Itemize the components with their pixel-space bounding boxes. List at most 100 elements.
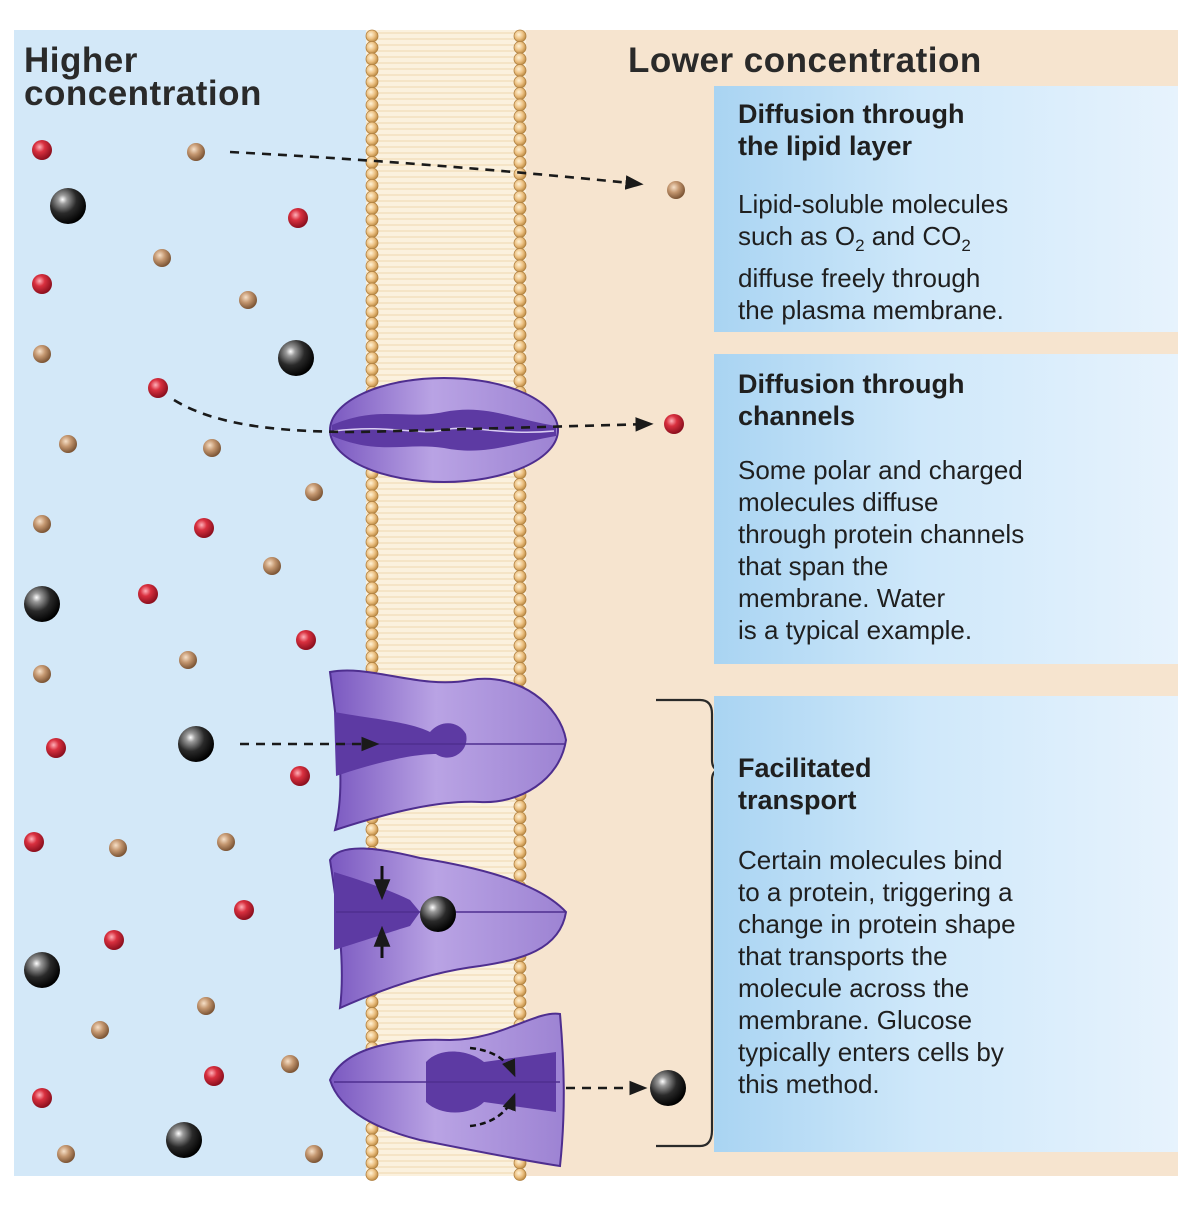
glucose-molecule bbox=[278, 340, 314, 376]
phospholipid-head bbox=[365, 87, 379, 100]
phospholipid-head bbox=[365, 294, 379, 307]
lipid-soluble-molecule bbox=[59, 435, 77, 453]
phospholipid-head bbox=[513, 64, 527, 77]
phospholipid-head bbox=[513, 190, 527, 204]
body-line: Lipid-soluble molecules bbox=[738, 189, 1009, 219]
phospholipid-head bbox=[513, 501, 527, 514]
phospholipid-head bbox=[365, 374, 379, 388]
phospholipid-head bbox=[513, 374, 527, 388]
lipid-soluble-molecule bbox=[91, 1021, 109, 1039]
phospholipid-head bbox=[513, 156, 527, 169]
phospholipid-head bbox=[365, 535, 379, 549]
lipid-soluble-molecule bbox=[33, 515, 51, 533]
phospholipid-head bbox=[365, 340, 379, 353]
phospholipid-head bbox=[513, 282, 527, 296]
glucose-molecule bbox=[178, 726, 214, 762]
phospholipid-head bbox=[365, 627, 379, 641]
small-molecule bbox=[288, 208, 308, 228]
panel-title: Facilitated transport bbox=[738, 752, 872, 816]
higher-label-line1: Higher bbox=[24, 41, 138, 80]
phospholipid-head bbox=[513, 662, 527, 675]
phospholipid-head bbox=[513, 512, 527, 526]
phospholipid-head bbox=[365, 121, 379, 135]
phospholipid-head bbox=[513, 225, 527, 238]
phospholipid-head bbox=[365, 1145, 379, 1158]
phospholipid-head bbox=[365, 144, 379, 158]
phospholipid-head bbox=[365, 202, 379, 215]
panel-title: Diffusion through channels bbox=[738, 368, 964, 432]
phospholipid-head bbox=[513, 294, 527, 307]
phospholipid-head bbox=[365, 179, 379, 192]
phospholipid-head bbox=[513, 857, 527, 871]
lipid-soluble-molecule bbox=[667, 181, 685, 199]
phospholipid-head bbox=[365, 156, 379, 169]
lipid-soluble-molecule bbox=[153, 249, 171, 267]
panel-body: Some polar and charged molecules diffuse… bbox=[738, 455, 1025, 645]
phospholipid-head bbox=[513, 271, 527, 284]
phospholipid-head bbox=[365, 1168, 379, 1181]
phospholipid-head bbox=[365, 236, 379, 250]
panel-channel-diffusion: Diffusion through channels Some polar an… bbox=[714, 354, 1178, 664]
body-line: the plasma membrane. bbox=[738, 295, 1004, 326]
glucose-molecule bbox=[166, 1122, 202, 1158]
lipid-soluble-molecule bbox=[187, 143, 205, 161]
lower-concentration-label: Lower concentration bbox=[628, 41, 982, 80]
carrier-protein-3 bbox=[328, 1012, 565, 1168]
phospholipid-head bbox=[513, 478, 527, 491]
small-molecule bbox=[234, 900, 254, 920]
phospholipid-head bbox=[513, 616, 527, 629]
phospholipid-head bbox=[513, 202, 527, 215]
phospholipid-head bbox=[513, 110, 527, 123]
phospholipid-head bbox=[513, 823, 527, 836]
phospholipid-head bbox=[365, 1007, 379, 1020]
small-molecule bbox=[32, 1088, 52, 1108]
phospholipid-head bbox=[365, 133, 379, 146]
panel-title-line: Diffusion through bbox=[738, 99, 965, 129]
lipid-soluble-molecule bbox=[33, 345, 51, 363]
panel-lipid-diffusion: Diffusion through the lipid layer Lipid-… bbox=[714, 86, 1178, 332]
subscript: 2 bbox=[855, 236, 865, 256]
phospholipid-head bbox=[365, 305, 379, 319]
small-molecule bbox=[148, 378, 168, 398]
channel-diffusion-arrow bbox=[173, 398, 654, 434]
phospholipid-head bbox=[513, 834, 527, 848]
glucose-molecule bbox=[650, 1070, 686, 1106]
phospholipid-head bbox=[513, 800, 527, 813]
phospholipid-head bbox=[513, 133, 527, 146]
phospholipid-head bbox=[513, 1168, 527, 1181]
phospholipid-head bbox=[513, 98, 527, 112]
phospholipid-head bbox=[513, 972, 527, 986]
phospholipid-head bbox=[365, 64, 379, 77]
glucose-molecule bbox=[24, 586, 60, 622]
lipid-soluble-molecule bbox=[33, 665, 51, 683]
phospholipid-head bbox=[365, 616, 379, 629]
body-text: and CO bbox=[864, 221, 962, 251]
lipid-soluble-molecule bbox=[239, 291, 257, 309]
phospholipid-head bbox=[513, 581, 527, 595]
phospholipid-head bbox=[513, 961, 527, 974]
phospholipid-head bbox=[513, 604, 527, 618]
phospholipid-head bbox=[513, 558, 527, 572]
phospholipid-head bbox=[513, 570, 527, 583]
panel-title-line: transport bbox=[738, 785, 857, 815]
phospholipid-head bbox=[365, 29, 379, 43]
phospholipid-head bbox=[513, 351, 527, 365]
lipid-soluble-molecule bbox=[57, 1145, 75, 1163]
small-molecule bbox=[46, 738, 66, 758]
glucose-molecule bbox=[24, 952, 60, 988]
phospholipid-head bbox=[365, 823, 379, 836]
panel-body: Certain molecules bind to a protein, tri… bbox=[738, 845, 1016, 1099]
subscript: 2 bbox=[961, 236, 971, 256]
small-molecule bbox=[664, 414, 684, 434]
lipid-soluble-molecule bbox=[203, 439, 221, 457]
phospholipid-head bbox=[365, 282, 379, 296]
carrier-protein-1 bbox=[328, 669, 568, 832]
panel-title-line: Diffusion through bbox=[738, 369, 965, 399]
phospholipid-head bbox=[365, 570, 379, 583]
phospholipid-head bbox=[365, 581, 379, 595]
small-molecule bbox=[204, 1066, 224, 1086]
phospholipid-head bbox=[365, 213, 379, 227]
phospholipid-head bbox=[365, 478, 379, 491]
small-molecule bbox=[194, 518, 214, 538]
panel-body: Lipid-soluble molecules such as O2 and C… bbox=[738, 188, 1008, 326]
